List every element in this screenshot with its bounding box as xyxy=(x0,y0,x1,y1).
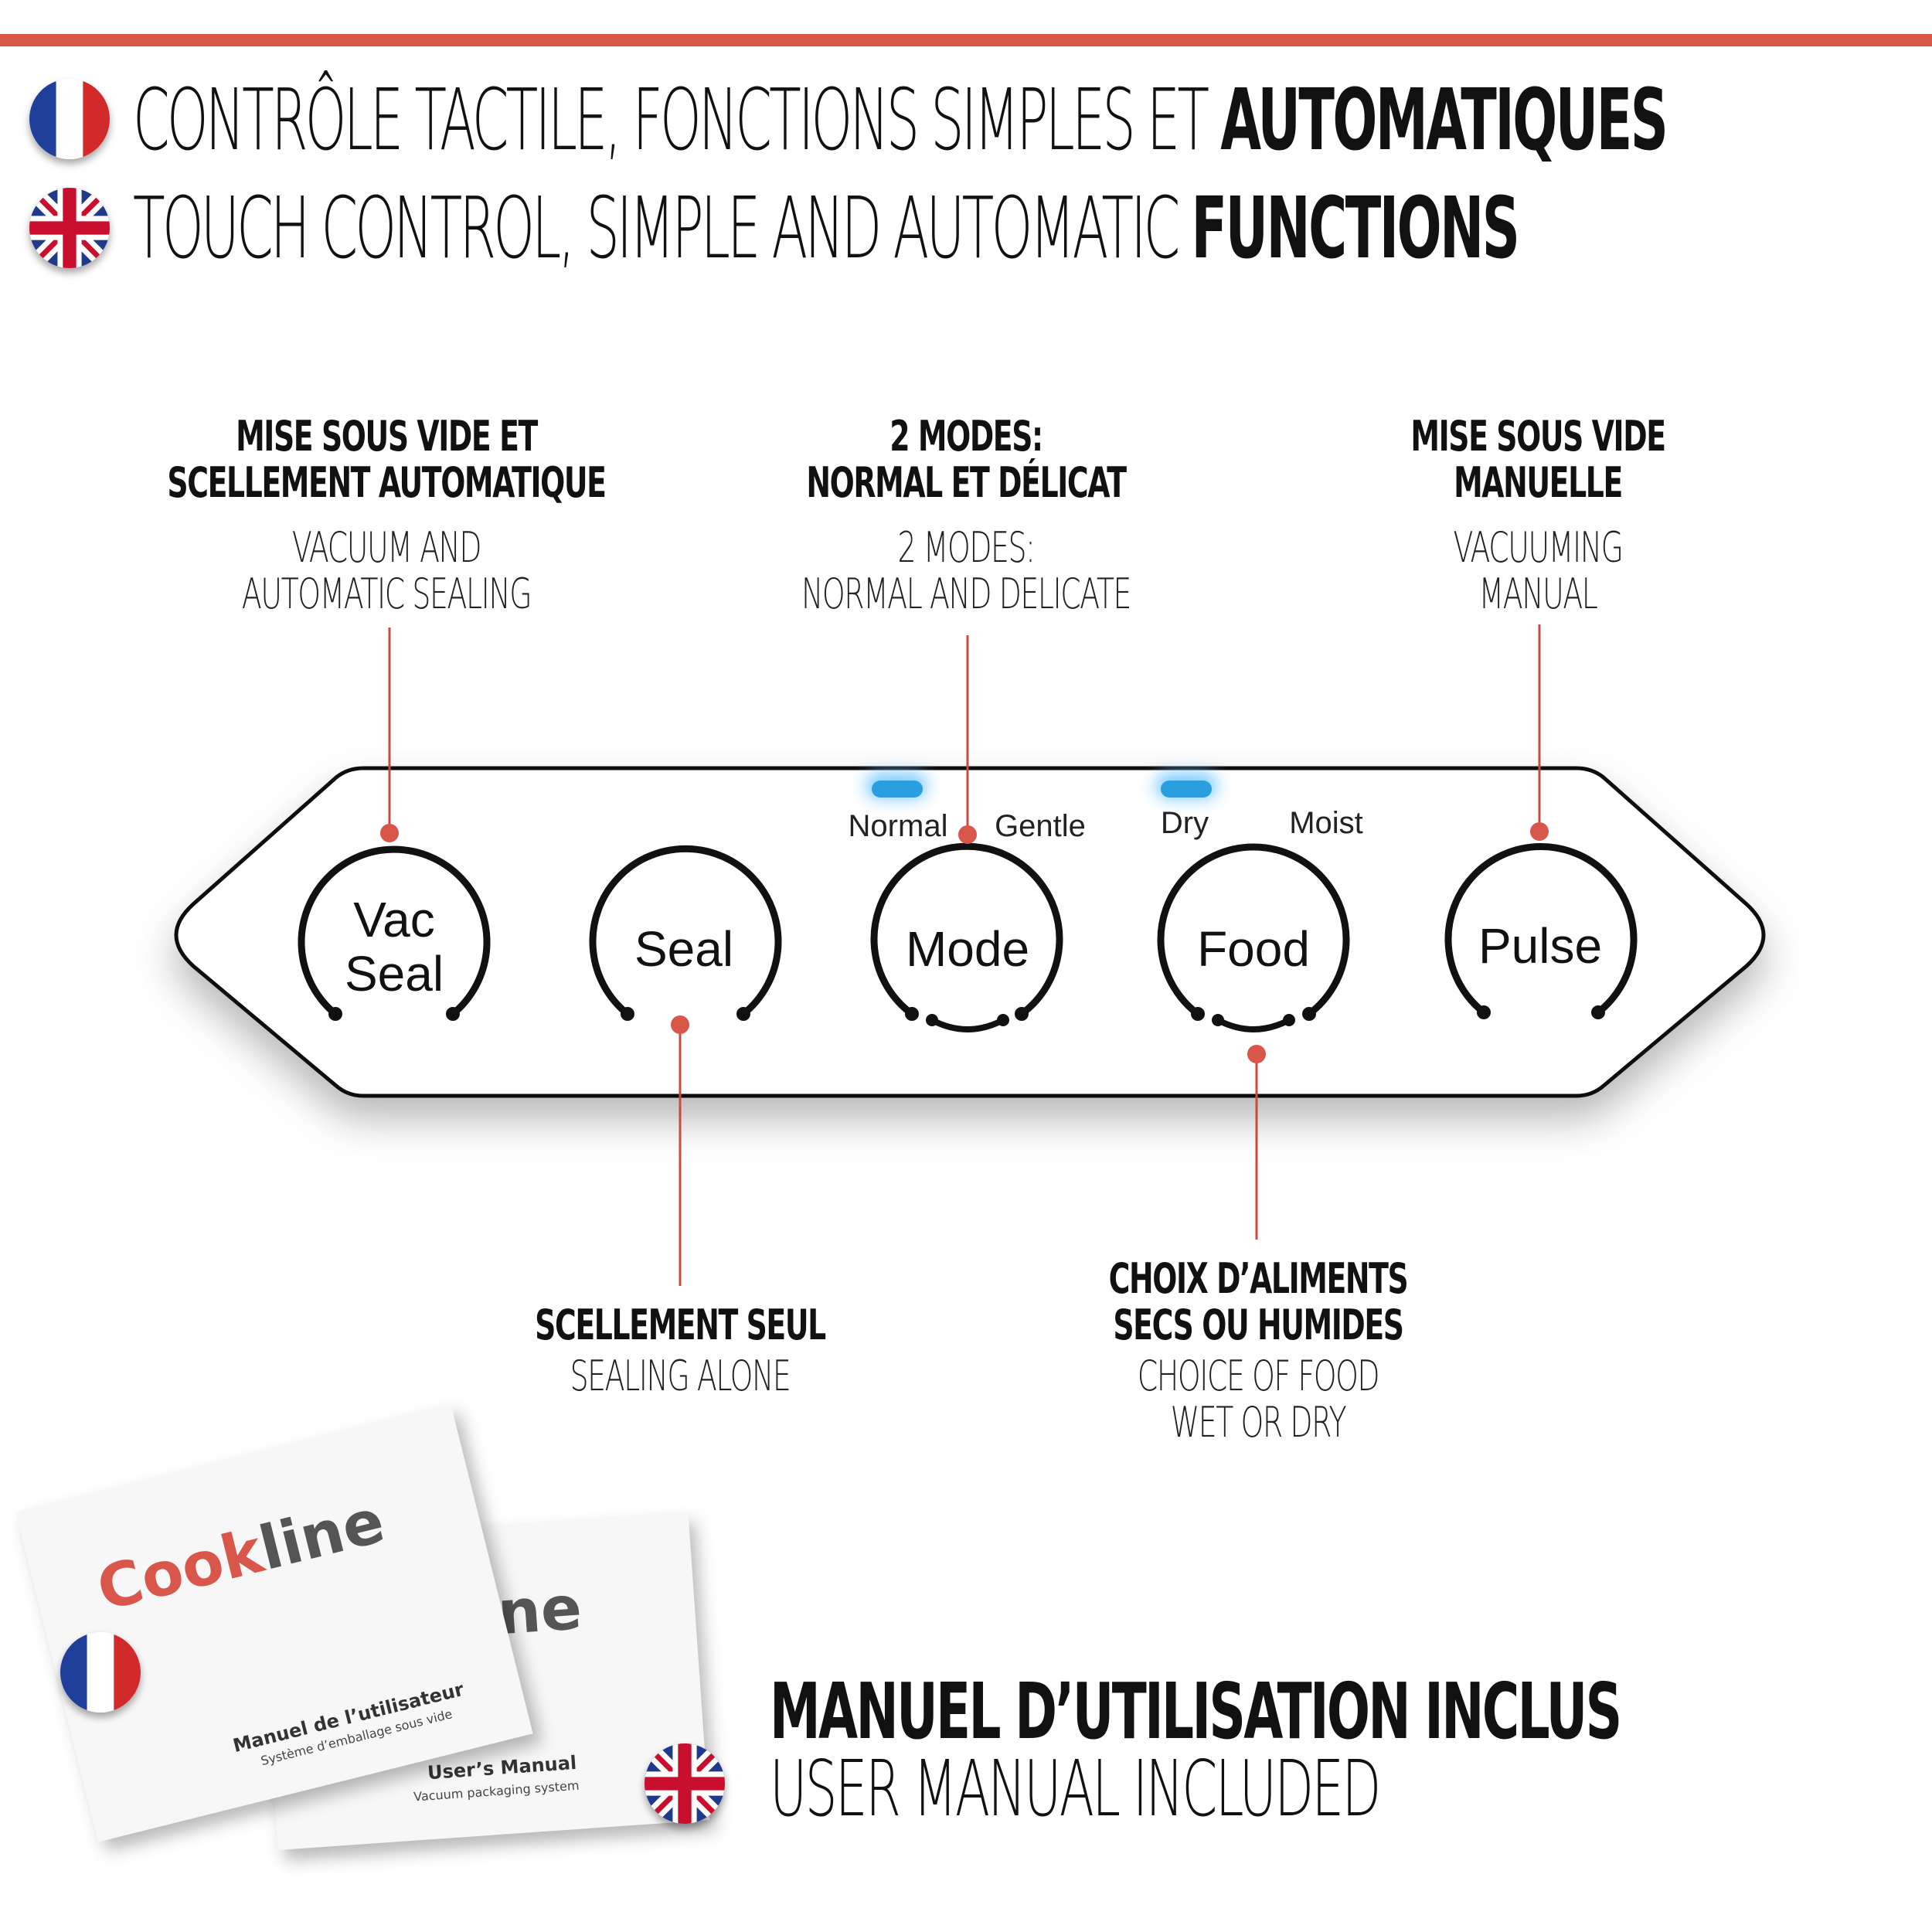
callout-mode-en-2: NORMAL AND DELICATE xyxy=(801,570,1131,618)
callout-pulse-en-1: VACUUMING xyxy=(1453,523,1624,572)
footer-french-text: MANUEL D’UTILISATION INCLUS xyxy=(770,1666,1622,1757)
mode-button-label: Mode xyxy=(906,921,1029,977)
vac-seal-label-line1: Vac xyxy=(353,892,435,947)
led-normal-indicator xyxy=(866,773,927,799)
pulse-button-label: Pulse xyxy=(1478,918,1602,974)
callout-pulse-fr-2: MANUELLE xyxy=(1454,458,1623,507)
callout-mode-en-1: 2 MODES: xyxy=(897,523,1036,572)
callout-mode: 2 MODES: NORMAL ET DÉLICAT 2 MODES: NORM… xyxy=(731,413,1202,617)
indicator-label-gentle: Gentle xyxy=(995,809,1086,843)
led-dry-indicator xyxy=(1155,773,1217,799)
seal-button-label: Seal xyxy=(634,921,733,977)
callout-vac-seal-fr-1: MISE SOUS VIDE ET xyxy=(236,412,538,461)
callout-vac-seal-en-1: VACUUM AND xyxy=(291,523,482,572)
uk-flag-icon xyxy=(645,1743,725,1824)
uk-flag-icon xyxy=(29,188,110,268)
food-button[interactable]: Food xyxy=(1157,843,1350,1032)
indicator-label-normal: Normal xyxy=(849,809,948,843)
pulse-button[interactable]: Pulse xyxy=(1444,843,1638,1019)
callout-mode-fr-2: NORMAL ET DÉLICAT xyxy=(806,458,1127,507)
callout-vac-seal-en-2: AUTOMATIC SEALING xyxy=(241,570,532,618)
manual-brand-front: Cookline xyxy=(90,1486,392,1625)
callout-vac-seal: MISE SOUS VIDE ET SCELLEMENT AUTOMATIQUE… xyxy=(73,413,699,617)
callout-seal-fr-1: SCELLEMENT SEUL xyxy=(535,1301,826,1349)
france-flag-icon xyxy=(60,1632,141,1713)
food-button-label: Food xyxy=(1197,921,1310,977)
indicator-label-moist: Moist xyxy=(1289,806,1363,840)
headline-english: TOUCH CONTROL, SIMPLE AND AUTOMATIC FUNC… xyxy=(133,179,1520,277)
footer-english-text: USER MANUAL INCLUDED xyxy=(770,1743,1381,1834)
indicator-label-dry: Dry xyxy=(1161,806,1209,840)
callout-food-fr-2: SECS OU HUMIDES xyxy=(1113,1301,1404,1349)
top-accent-bar xyxy=(0,34,1932,46)
headline-french: CONTRÔLE TACTILE, FONCTIONS SIMPLES ET A… xyxy=(133,70,1668,169)
mode-button[interactable]: Mode xyxy=(870,842,1063,1032)
callout-leader-lines xyxy=(380,624,1549,1286)
vac-seal-label-line2: Seal xyxy=(345,946,444,1002)
callout-vac-seal-fr-2: SCELLEMENT AUTOMATIQUE xyxy=(167,458,607,507)
callout-seal-en-1: SEALING ALONE xyxy=(570,1352,791,1400)
callout-mode-fr-1: 2 MODES: xyxy=(889,412,1043,461)
callout-food-en-2: WET OR DRY xyxy=(1170,1398,1347,1447)
callout-pulse-fr-1: MISE SOUS VIDE xyxy=(1410,412,1666,461)
callout-pulse-en-2: MANUAL xyxy=(1478,570,1598,618)
callout-seal: SCELLEMENT SEUL SEALING ALONE xyxy=(473,1302,888,1400)
panel-body xyxy=(174,766,1766,1098)
seal-button[interactable]: Seal xyxy=(589,845,782,1021)
callout-food-en-1: CHOICE OF FOOD xyxy=(1137,1352,1380,1400)
callout-food: CHOIX D’ALIMENTS SECS OU HUMIDES CHOICE … xyxy=(1045,1256,1471,1446)
callout-pulse: MISE SOUS VIDE MANUELLE VACUUMING MANUAL xyxy=(1356,413,1719,617)
vac-seal-button[interactable]: Vac Seal xyxy=(298,845,491,1021)
callout-food-fr-1: CHOIX D’ALIMENTS xyxy=(1108,1254,1409,1303)
